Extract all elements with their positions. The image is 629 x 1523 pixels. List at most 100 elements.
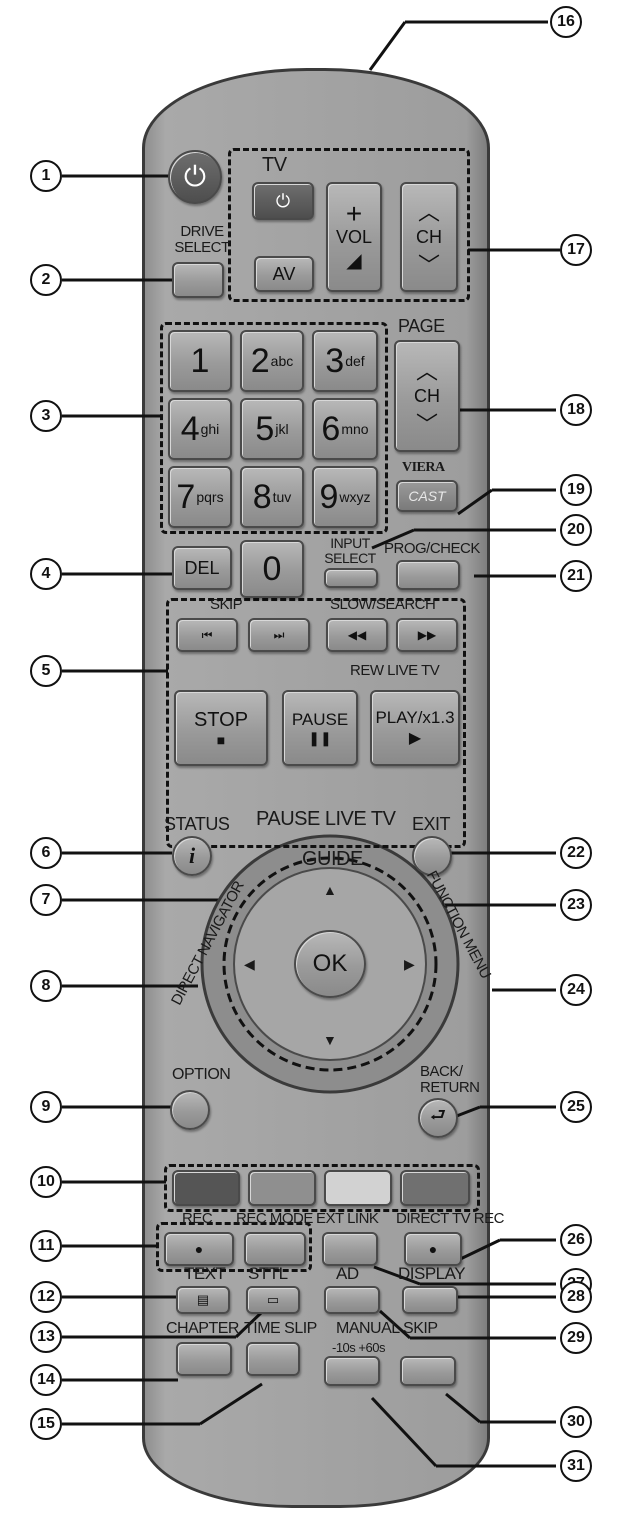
marker-2: 2 xyxy=(30,264,62,296)
guide-label: GUIDE xyxy=(302,848,363,870)
marker-15: 15 xyxy=(30,1408,62,1440)
subtitle-icon: ▭ xyxy=(266,1292,280,1307)
subtitle-button[interactable]: ▭ xyxy=(246,1286,300,1314)
pause-button[interactable]: PAUSE❚❚ xyxy=(282,690,358,766)
marker-24: 24 xyxy=(560,974,592,1006)
viera-cast-button[interactable]: CAST xyxy=(396,480,458,512)
numpad-1[interactable]: 1 xyxy=(168,330,232,392)
display-button[interactable] xyxy=(402,1286,458,1314)
play-icon: ▶ xyxy=(408,730,422,747)
letters-label: abc xyxy=(270,353,294,369)
manual-skip-forward-button[interactable] xyxy=(400,1356,456,1386)
page-label: PAGE xyxy=(398,316,445,336)
rewind-button[interactable]: ◀◀ xyxy=(326,618,388,652)
marker-7: 7 xyxy=(30,884,62,916)
chevron-down-icon: ﹀ xyxy=(417,252,440,278)
return-arrow-icon: ⮐ xyxy=(429,1105,447,1125)
display-label: DISPLAY xyxy=(398,1264,466,1283)
numpad-0[interactable]: 0 xyxy=(240,540,304,598)
marker-25: 25 xyxy=(560,1091,592,1123)
marker-26: 26 xyxy=(560,1224,592,1256)
skip-back-button[interactable]: ⏮ xyxy=(176,618,238,652)
input-select-button[interactable] xyxy=(324,568,378,588)
volume-rocker[interactable]: + VOL ◢ xyxy=(326,182,382,292)
leader-29 xyxy=(378,1309,412,1340)
rec-button[interactable]: ● xyxy=(164,1232,234,1266)
status-label: STATUS xyxy=(164,814,230,834)
pause-icon: ❚❚ xyxy=(308,729,332,746)
channel-page-rocker[interactable]: ︿ CH ﹀ xyxy=(394,340,460,452)
marker-14: 14 xyxy=(30,1364,62,1396)
status-button[interactable]: i xyxy=(172,836,212,876)
rewind-icon: ◀◀ xyxy=(347,628,367,642)
marker-5: 5 xyxy=(30,655,62,687)
digit-label: 3 xyxy=(325,341,345,380)
ad-button[interactable] xyxy=(324,1286,380,1314)
option-button[interactable] xyxy=(170,1090,210,1130)
fast-forward-icon: ▶▶ xyxy=(417,628,437,642)
red-button[interactable] xyxy=(172,1170,240,1206)
teletext-icon: ▤ xyxy=(196,1292,210,1307)
stop-label: STOP xyxy=(193,708,249,731)
manual-skip-back-button[interactable] xyxy=(324,1356,380,1386)
stop-button[interactable]: STOP■ xyxy=(174,690,268,766)
arrow-left-icon[interactable]: ◀ xyxy=(244,956,255,972)
time-slip-label: TIME SLIP xyxy=(244,1320,317,1337)
record-dot-icon: ● xyxy=(194,1241,204,1257)
tv-channel-rocker[interactable]: ︿ CH ﹀ xyxy=(400,182,458,292)
letters-label: tuv xyxy=(272,489,292,505)
skip-forward-icon: ⏭ xyxy=(273,627,285,642)
arrow-up-icon[interactable]: ▲ xyxy=(323,882,337,898)
arrow-right-icon[interactable]: ▶ xyxy=(404,956,415,972)
play-button[interactable]: PLAY/x1.3▶ xyxy=(370,690,460,766)
tv-power-button[interactable]: ⏻ xyxy=(252,182,314,220)
av-button[interactable]: AV xyxy=(254,256,314,292)
marker-8: 8 xyxy=(30,970,62,1002)
green-button[interactable] xyxy=(248,1170,316,1206)
rec-mode-button[interactable] xyxy=(244,1232,306,1266)
marker-28: 28 xyxy=(560,1281,592,1313)
viera-logo-label: VIERA xyxy=(402,460,445,475)
fast-forward-button[interactable]: ▶▶ xyxy=(396,618,458,652)
marker-6: 6 xyxy=(30,837,62,869)
back-return-button[interactable]: ⮐ xyxy=(418,1098,458,1138)
marker-30: 30 xyxy=(560,1406,592,1438)
drive-select-button[interactable] xyxy=(172,262,224,298)
marker-22: 22 xyxy=(560,837,592,869)
leader-19 xyxy=(457,488,493,516)
prog-check-button[interactable] xyxy=(396,560,460,590)
power-button[interactable]: ⏻ xyxy=(168,150,222,204)
time-slip-button[interactable] xyxy=(246,1342,300,1376)
delete-button[interactable]: DEL xyxy=(172,546,232,590)
drive-select-label: DRIVE SELECT xyxy=(174,223,230,256)
chapter-button[interactable] xyxy=(176,1342,232,1376)
exit-button[interactable] xyxy=(412,836,452,876)
direct-tv-rec-button[interactable]: ● xyxy=(404,1232,462,1266)
ext-link-button[interactable] xyxy=(322,1232,378,1266)
letters-label: wxyz xyxy=(339,489,371,505)
ch-label: CH xyxy=(414,385,440,406)
yellow-button[interactable] xyxy=(324,1170,392,1206)
exit-label: EXIT xyxy=(412,814,451,834)
digit-label: 5 xyxy=(255,409,275,448)
text-button[interactable]: ▤ xyxy=(176,1286,230,1314)
arrow-down-icon[interactable]: ▼ xyxy=(323,1032,337,1048)
marker-3: 3 xyxy=(30,400,62,432)
av-label: AV xyxy=(272,263,296,284)
option-label: OPTION xyxy=(172,1066,231,1083)
digit-label: 2 xyxy=(250,341,270,380)
blue-button[interactable] xyxy=(400,1170,470,1206)
marker-9: 9 xyxy=(30,1091,62,1123)
skip-forward-button[interactable]: ⏭ xyxy=(248,618,310,652)
marker-17: 17 xyxy=(560,234,592,266)
letters-label: pqrs xyxy=(196,489,224,505)
ok-button[interactable]: OK xyxy=(294,930,366,998)
